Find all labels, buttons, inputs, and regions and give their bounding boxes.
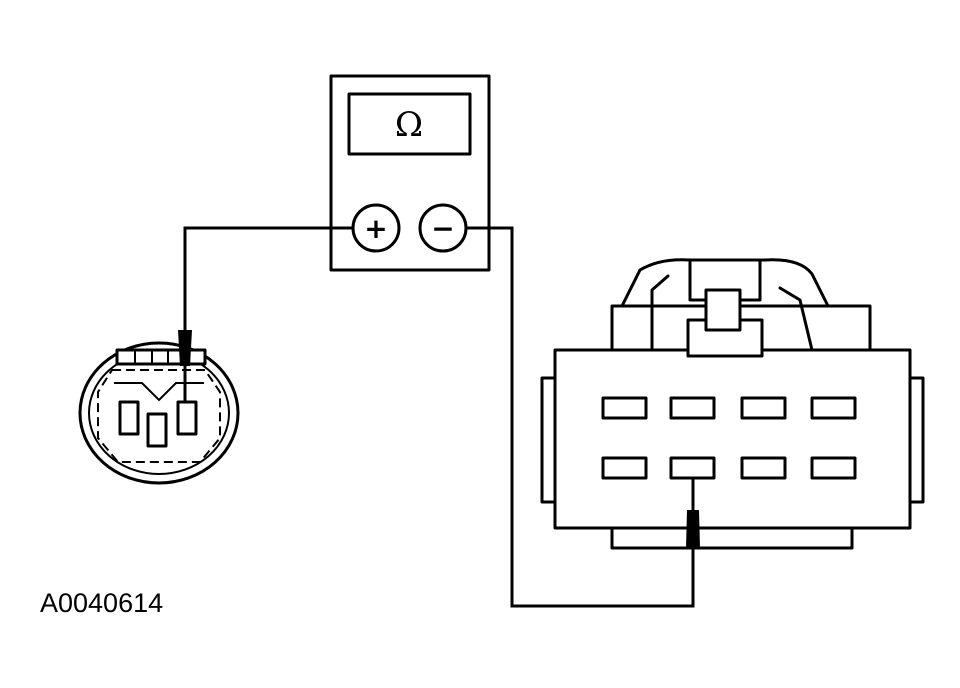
pin-cavity-2: [669, 396, 716, 420]
pin-cavity-5: [601, 456, 648, 480]
connector-latch: [115, 348, 207, 366]
pin-cavity-8: [810, 456, 857, 480]
terminal-cavity-3: [176, 400, 198, 436]
meter-display: [347, 92, 472, 156]
connector-inner-outline: [97, 369, 221, 463]
lock-left-wall: [650, 274, 670, 352]
pin-cavity-3: [740, 396, 787, 420]
positive-probe: [178, 330, 192, 366]
pin-cavity-6: [669, 456, 716, 480]
figure-id: A0040614: [40, 588, 163, 618]
negative-test-lead: [466, 226, 695, 608]
sensor-connector: [78, 330, 240, 485]
terminal-cavity-2: [146, 412, 168, 448]
pin-cavity-7: [740, 456, 787, 480]
housing-right-rib: [908, 376, 925, 504]
connector-bottom-rail: [610, 526, 854, 550]
positive-test-lead: [183, 226, 353, 330]
positive-terminal-label: +: [364, 212, 387, 245]
negative-probe: [686, 510, 700, 548]
pin-cavity-1: [601, 396, 648, 420]
ohmmeter: Ω + −: [329, 74, 491, 272]
negative-terminal-label: −: [431, 212, 454, 245]
latch-ribs: [134, 350, 169, 364]
lock-release-button: [704, 288, 742, 332]
housing-left-rib: [540, 376, 557, 504]
ohm-symbol: Ω: [395, 105, 423, 145]
lock-right-wall: [778, 286, 814, 352]
connector-housing: [553, 348, 912, 530]
pin-cavity-4: [810, 396, 857, 420]
module-connector: [540, 258, 925, 550]
lock-tab: [688, 258, 762, 302]
terminal-cavity-1: [118, 400, 140, 436]
